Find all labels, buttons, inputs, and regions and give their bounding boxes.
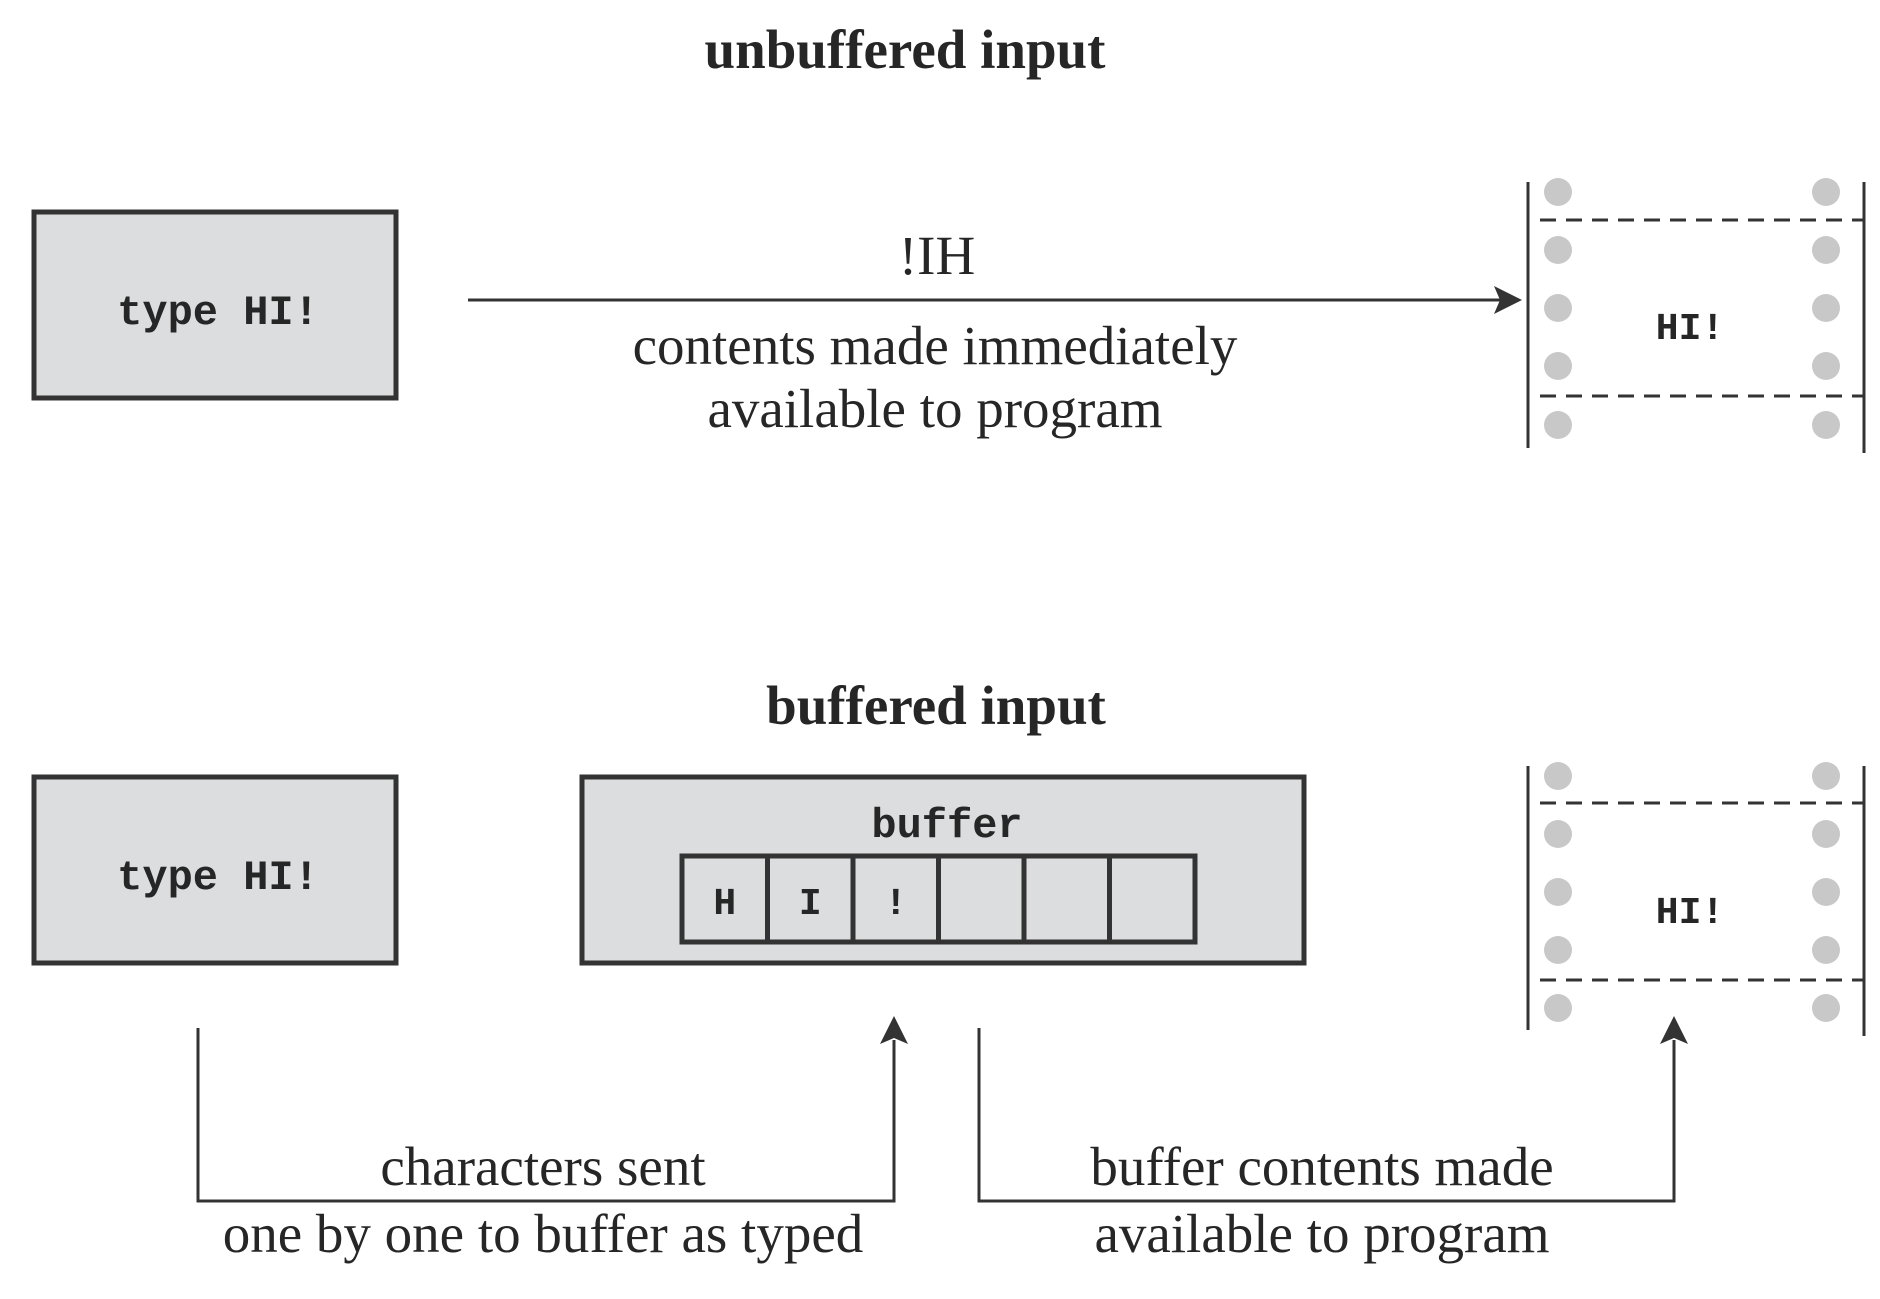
buffer-cell [1021,853,1112,945]
buffer-cell: H [679,853,770,945]
buffer-cells: H I! [679,853,1198,945]
unbuffered-caption-line2: available to program [707,378,1162,439]
buffer-cell-char: H [713,883,736,926]
buffer-cell: ! [850,853,941,945]
buffered-caption-right-line2: available to program [1094,1203,1549,1264]
buffer-cell [1107,853,1198,945]
buffered-caption-left-line1: characters sent [380,1136,705,1197]
unbuffered-keyboard-label: type HI! [117,289,319,337]
buffer-cell-char: I [799,883,822,926]
buffer-label: buffer [871,802,1022,850]
buffer-cell [936,853,1027,945]
buffer-box: buffer H I! [579,774,1307,966]
buffer-cell: I [765,853,856,945]
unbuffered-section: unbuffered input type HI! !IH contents m… [31,19,1866,453]
buffered-keyboard-label: type HI! [117,854,319,902]
unbuffered-program-printout: HI! [1526,178,1866,453]
arrow-up-icon [880,1016,908,1044]
buffer-cell-char: ! [884,883,907,926]
buffered-keyboard-box: type HI! [31,774,399,966]
unbuffered-title: unbuffered input [705,19,1107,80]
arrow-head-icon [1494,286,1522,314]
buffered-caption-right-line1: buffer contents made [1090,1136,1553,1197]
buffered-section: buffered input type HI! buffer H I! [31,675,1866,1264]
arrow-up-icon [1660,1016,1688,1044]
unbuffered-caption-line1: contents made immediately [633,315,1238,376]
sprocket-holes-right [1812,762,1840,1022]
keyboard-to-buffer-connector [196,1016,908,1203]
buffered-program-printout: HI! [1526,762,1866,1036]
unbuffered-arrow [468,286,1522,314]
sprocket-holes-right [1812,178,1840,439]
sprocket-holes-left [1544,762,1572,1022]
buffer-to-program-connector [977,1016,1688,1203]
unbuffered-program-text: HI! [1656,308,1724,351]
unbuffered-keyboard-box: type HI! [31,209,399,401]
buffered-title: buffered input [766,675,1106,736]
buffered-caption-left-line2: one by one to buffer as typed [223,1203,863,1264]
unbuffered-stream-text: !IH [899,225,975,286]
buffered-program-text: HI! [1656,892,1724,935]
sprocket-holes-left [1544,178,1572,439]
